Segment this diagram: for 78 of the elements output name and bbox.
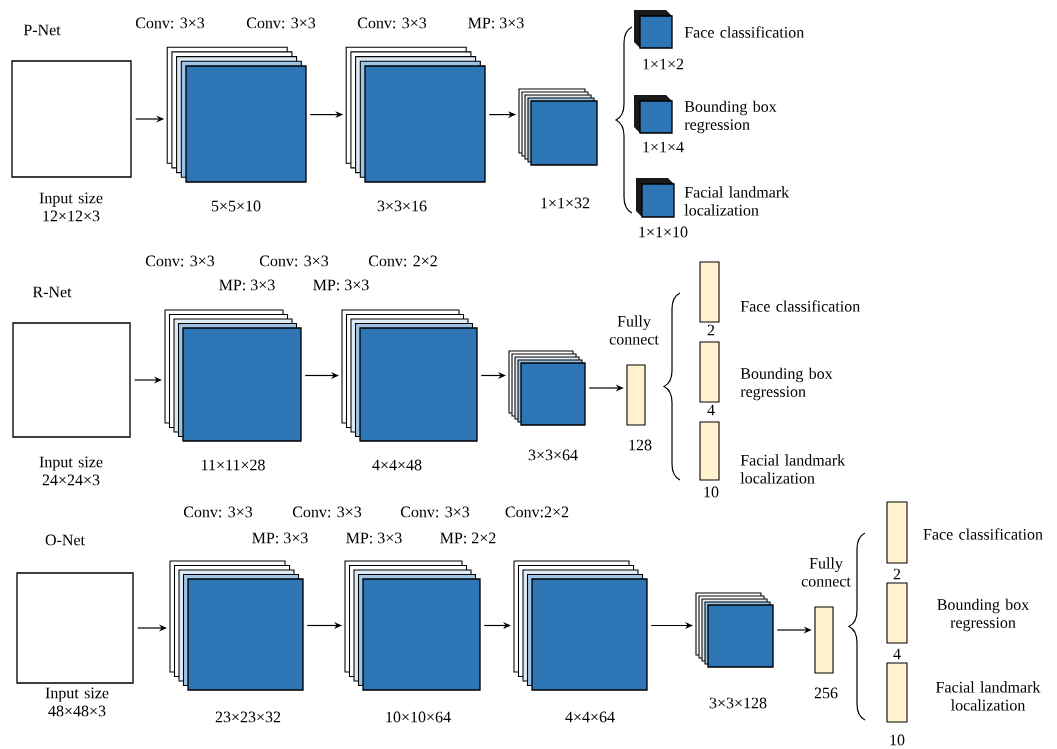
output-cube xyxy=(634,10,673,49)
dimension-label: 1×1×2 xyxy=(643,58,684,70)
vector-bar xyxy=(886,501,908,564)
layer-label: Conv:2×2 xyxy=(505,506,569,518)
vector-bar xyxy=(886,662,908,723)
layer-label: Conv: 3×3 xyxy=(183,506,253,518)
layer-label: Fully connect xyxy=(609,315,659,345)
layer-label: Fully connect xyxy=(801,557,851,587)
layer-label: MP: 3×3 xyxy=(252,532,308,544)
dimension-label: 5×5×10 xyxy=(211,200,261,212)
layer-label: Conv: 3×3 xyxy=(357,17,427,29)
vector-bar xyxy=(699,261,720,323)
input-image-box xyxy=(12,322,131,438)
dimension-label: 3×3×16 xyxy=(377,200,427,212)
feature-map-stack xyxy=(695,592,774,668)
output-label: Bounding box regression xyxy=(740,367,833,401)
dimension-label: 4 xyxy=(707,404,715,416)
layer-label: Conv: 3×3 xyxy=(135,17,205,29)
feature-map-stack xyxy=(344,560,481,691)
dimension-label: 4×4×48 xyxy=(372,459,422,471)
layer-label: MP: 3×3 xyxy=(346,532,402,544)
output-label: Bounding box regression xyxy=(937,598,1030,632)
layer-label: MP: 3×3 xyxy=(313,279,369,291)
output-cube xyxy=(634,95,673,134)
dimension-label: 1×1×4 xyxy=(643,141,684,153)
input-image-box xyxy=(16,572,134,684)
feature-map-stack xyxy=(341,309,478,442)
dimension-label: 1×1×10 xyxy=(639,226,688,238)
feature-map-stack xyxy=(169,560,304,691)
input-size-label: Input size 24×24×3 xyxy=(39,456,103,486)
output-label: Facial landmark localization xyxy=(936,681,1041,711)
network-title: R-Net xyxy=(32,286,72,298)
input-size-label: Input size 12×12×3 xyxy=(39,192,103,222)
output-label: Face classification xyxy=(740,300,860,312)
network-title: P-Net xyxy=(23,24,61,36)
dimension-label: 4 xyxy=(893,648,901,660)
layer-label: Conv: 3×3 xyxy=(400,506,470,518)
input-size-label: Input size 48×48×3 xyxy=(45,687,109,717)
vector-bar xyxy=(699,421,720,481)
output-label: Face classification xyxy=(923,528,1043,540)
output-label: Facial landmark localization xyxy=(740,454,846,484)
dimension-label: 10 xyxy=(704,486,719,498)
vector-bar xyxy=(814,606,834,674)
feature-map-stack xyxy=(166,46,307,183)
output-label: Face classification xyxy=(684,26,804,38)
dimension-label: 4×4×64 xyxy=(565,711,615,723)
output-label: Bounding box regression xyxy=(684,100,777,134)
layer-label: MP: 2×2 xyxy=(440,532,496,544)
dimension-label: 23×23×32 xyxy=(215,711,281,723)
dimension-label: 256 xyxy=(814,687,838,699)
dimension-label: 10 xyxy=(890,734,905,746)
dimension-label: 3×3×64 xyxy=(528,449,578,461)
dimension-label: 128 xyxy=(629,439,652,451)
input-image-box xyxy=(11,60,132,178)
network-title: O-Net xyxy=(45,534,85,546)
layer-label: MP: 3×3 xyxy=(219,279,275,291)
dimension-label: 10×10×64 xyxy=(386,711,451,723)
layer-label: Conv: 3×3 xyxy=(145,255,215,267)
vector-bar xyxy=(886,582,908,644)
dimension-label: 1×1×32 xyxy=(541,197,590,209)
dimension-label: 2 xyxy=(893,568,901,580)
dimension-label: 2 xyxy=(707,324,715,336)
layer-label: Conv: 3×3 xyxy=(292,506,362,518)
feature-map-stack xyxy=(513,560,648,691)
feature-map-stack xyxy=(508,350,586,426)
vector-bar xyxy=(626,364,646,426)
output-label: Facial landmark localization xyxy=(684,186,790,216)
layer-label: Conv: 3×3 xyxy=(259,255,329,267)
dimension-label: 11×11×28 xyxy=(202,459,265,471)
layer-label: Conv: 3×3 xyxy=(246,17,316,29)
vector-bar xyxy=(699,341,720,403)
layer-label: Conv: 2×2 xyxy=(368,255,437,267)
feature-map-stack xyxy=(518,88,598,166)
feature-map-stack xyxy=(164,309,302,442)
feature-map-stack xyxy=(345,46,486,183)
dimension-label: 3×3×128 xyxy=(709,697,767,709)
layer-label: MP: 3×3 xyxy=(468,17,524,29)
output-cube xyxy=(636,178,675,218)
